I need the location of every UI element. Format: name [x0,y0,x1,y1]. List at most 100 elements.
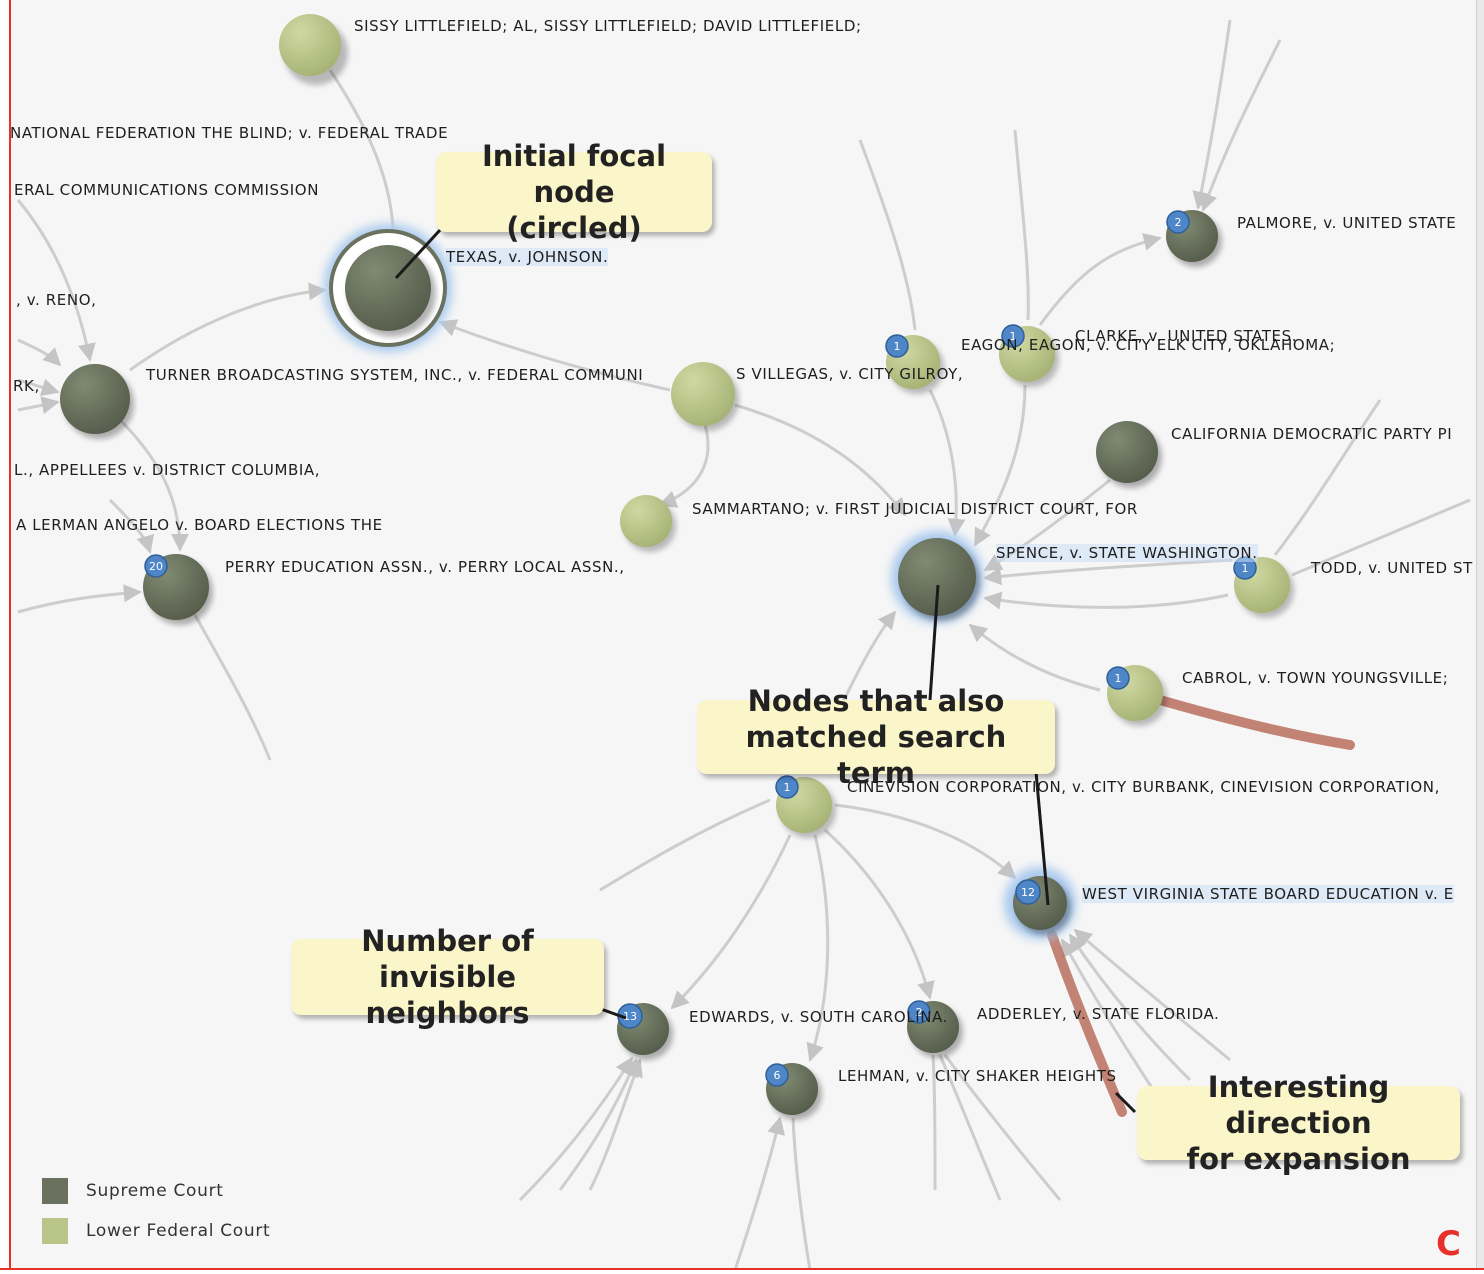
badge-edwards: 13 [617,1003,643,1029]
node-turner[interactable] [60,364,134,439]
scrollbar-track[interactable] [1476,0,1484,1274]
edge [858,139,917,331]
legend-swatch-lower [42,1218,68,1244]
node-label[interactable]: TODD, v. UNITED ST [1311,559,1473,577]
legend-label: Lower Federal Court [86,1221,271,1241]
edge [928,389,966,537]
edge [1273,399,1382,556]
edge [973,384,1027,547]
edge [16,199,96,362]
node-label[interactable]: S VILLEGAS, v. CITY GILROY, [736,365,964,383]
callout-text: Nodes that also [747,684,1005,718]
node-label[interactable]: A LERMAN ANGELO v. BOARD ELECTIONS THE [16,516,383,534]
node-sammartano[interactable] [620,495,676,552]
callout-text: (circled) [506,211,642,245]
badge-todd: 1 [1233,556,1257,580]
edge [734,403,907,517]
edge [983,558,1233,586]
badges: 20 1 1 2 1 1 1 12 13 2 6 [144,210,1257,1087]
legend-item-lower: Lower Federal Court [42,1218,270,1244]
legend-item-supreme: Supreme Court [42,1178,224,1204]
edge [983,478,1111,572]
node-label[interactable]: CLARKE, v. UNITED STATES. [1075,327,1298,345]
node-label[interactable]: L., APPELLEES v. DISTRICT COLUMBIA, [14,461,321,479]
badge-count: 2 [916,1006,923,1019]
edge [791,1117,812,1271]
edge [806,834,830,1062]
edge [118,418,189,552]
badge-count: 1 [894,340,901,353]
node-label[interactable]: LEHMAN, v. CITY SHAKER HEIGHTS [838,1067,1117,1085]
node-label[interactable]: RK, [13,377,40,395]
callout-pointers [394,228,1137,1114]
badge-count: 6 [774,1069,781,1082]
window-border-bottom [0,1268,1484,1274]
node-villegas[interactable] [671,362,739,431]
node-label[interactable]: , v. RENO, [16,291,97,309]
node-label[interactable]: CALIFORNIA DEMOCRATIC PARTY PI [1171,425,1453,443]
node-label[interactable]: NATIONAL FEDERATION THE BLIND; v. FEDERA… [10,124,449,142]
callout-text: Initial focal node [481,139,667,209]
edge [968,623,1101,692]
node-label[interactable]: SISSY LITTLEFIELD; AL, SISSY LITTLEFIELD… [354,17,862,35]
node-label[interactable]: PERRY EDUCATION ASSN., v. PERRY LOCAL AS… [225,558,625,576]
node-label-match[interactable]: WEST VIRGINIA STATE BOARD EDUCATION v. E [1082,885,1454,903]
node-label[interactable]: PALMORE, v. UNITED STATE [1237,214,1457,232]
pointer-match-wv [1034,771,1050,906]
node-label-match[interactable]: SPENCE, v. STATE WASHINGTON. [996,544,1258,562]
edge [17,338,62,367]
badge-perry: 20 [144,554,168,578]
edge [328,69,395,229]
node-california-democratic[interactable] [1096,421,1162,488]
node-label[interactable]: ERAL COMMUNICATIONS COMMISSION [14,181,320,199]
pointer-match-spence [928,584,940,701]
node-label[interactable]: SAMMARTANO; v. FIRST JUDICIAL DISTRICT C… [692,500,1138,518]
node-texas-johnson[interactable] [345,245,436,337]
edge [17,396,60,415]
node-label[interactable]: CINEVISION CORPORATION, v. CITY BURBANK,… [847,778,1440,796]
edge [733,1116,786,1271]
edge [931,1054,937,1191]
node-label[interactable]: ADDERLEY, v. STATE FLORIDA. [977,1005,1220,1023]
edge [17,584,142,614]
edge [518,1056,634,1202]
badge-count: 1 [1115,672,1122,685]
edge [108,498,155,554]
expansion-edge [1155,695,1355,750]
edge [599,798,771,892]
callout-text: for expansion [1186,1142,1411,1176]
badge-count: 1 [1010,330,1017,343]
badge-adderley: 2 [907,1000,931,1024]
node-label[interactable]: EDWARDS, v. SOUTH CAROLINA. [689,1008,949,1026]
node-label-focal[interactable]: TEXAS, v. JOHNSON. [446,248,609,266]
edge [193,614,272,761]
callout-focal-node: Initial focal node(circled) [436,139,712,245]
node-label[interactable]: TURNER BROADCASTING SYSTEM, INC., v. FED… [146,366,644,384]
expansion-edge [1047,930,1127,1117]
edge [834,803,1017,880]
node-spence[interactable] [898,538,980,621]
badge-palmore: 2 [1166,210,1190,234]
nodes[interactable] [60,14,1294,1120]
pointer-focal [394,228,442,280]
edge [1291,498,1471,577]
edge [1192,19,1232,210]
callout-text: matched search term [745,720,1007,790]
edge [938,1054,1002,1201]
node-label[interactable]: EAGON, EAGON, v. CITY ELK CITY, OKLAHOMA… [961,336,1336,354]
badge-count: 1 [784,781,791,794]
badge-count: 12 [1021,886,1035,899]
edge [129,282,327,372]
expansion-edges [1047,695,1355,1117]
node-littlefield[interactable] [279,14,348,85]
node-label[interactable]: CABROL, v. TOWN YOUNGSVILLE; [1182,669,1449,687]
legend-label: Supreme Court [86,1181,224,1201]
edge [1068,933,1192,1082]
legend-swatch-supreme [42,1178,68,1204]
badge-cinevision: 1 [775,775,799,799]
edge [943,1054,1062,1201]
